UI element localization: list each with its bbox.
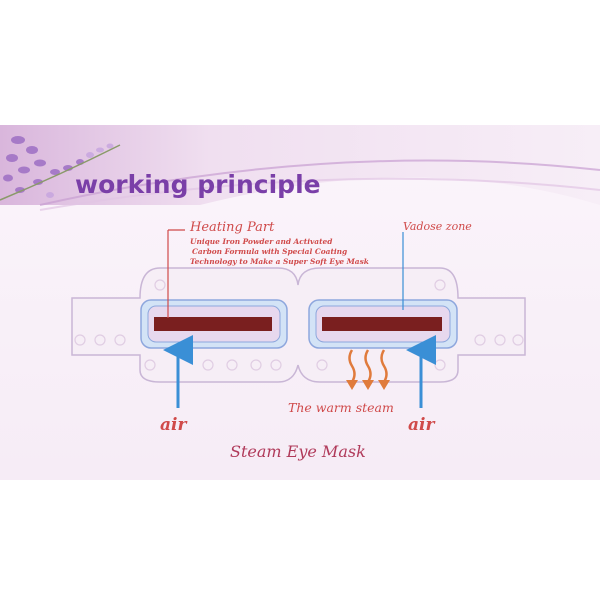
warm-steam-label: The warm steam: [288, 400, 394, 415]
heating-desc-line-2: Carbon Formula with Special Coating: [192, 247, 347, 256]
heating-pad-right: [308, 299, 458, 349]
vadose-zone-label: Vadose zone: [403, 220, 472, 233]
heating-desc-line-1: Unique Iron Powder and Activated: [190, 237, 332, 246]
steam-arrows-icon: [348, 349, 388, 383]
air-label-right: air: [408, 415, 435, 435]
mask-pattern-dots: [74, 279, 524, 371]
heating-pad-left: [140, 299, 288, 349]
air-label-left: air: [160, 415, 187, 435]
heating-strip-right: [322, 317, 442, 331]
diagram-caption: Steam Eye Mask: [230, 442, 366, 461]
heating-strip-left: [154, 317, 272, 331]
lavender-flowers-illustration: [0, 136, 121, 201]
heating-desc-line-3: Technology to Make a Super Soft Eye Mask: [190, 257, 369, 266]
page-title: working principle: [75, 170, 321, 199]
header-band: [0, 125, 600, 211]
heating-part-label: Heating Part: [189, 220, 275, 235]
